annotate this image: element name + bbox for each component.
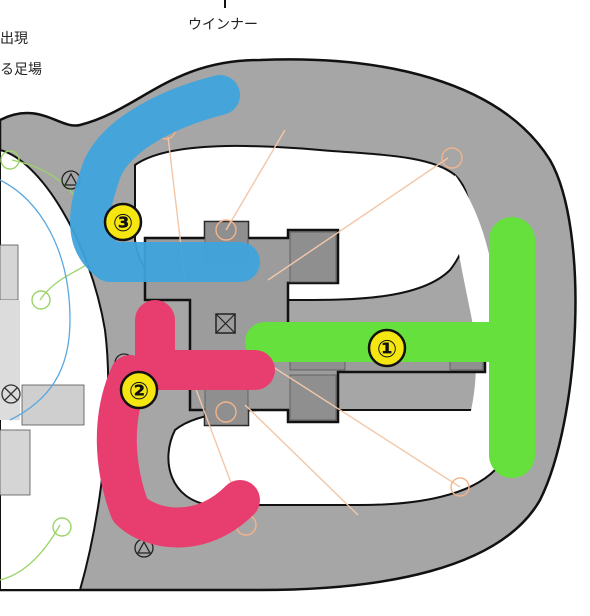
route-2-path [96,300,275,548]
map-title-label: ウインナー [188,17,258,33]
route-3-path [70,75,260,282]
left-strip [0,300,20,420]
route-2-number: ② [129,377,149,405]
crate-cross [215,313,236,334]
left-note-line2: る足場 [0,62,42,78]
route-1-number: ① [377,335,397,363]
route-3-marker: ③ [103,202,143,242]
route-3-number: ③ [113,209,133,237]
crate-marker [215,313,236,334]
left-curve-circles [0,150,72,537]
left-note-line1: 出現 [0,31,28,47]
route-2-marker: ② [119,370,159,410]
right-white-area [440,175,496,480]
cross-marker [1,384,21,404]
route-1-marker: ① [367,328,407,368]
